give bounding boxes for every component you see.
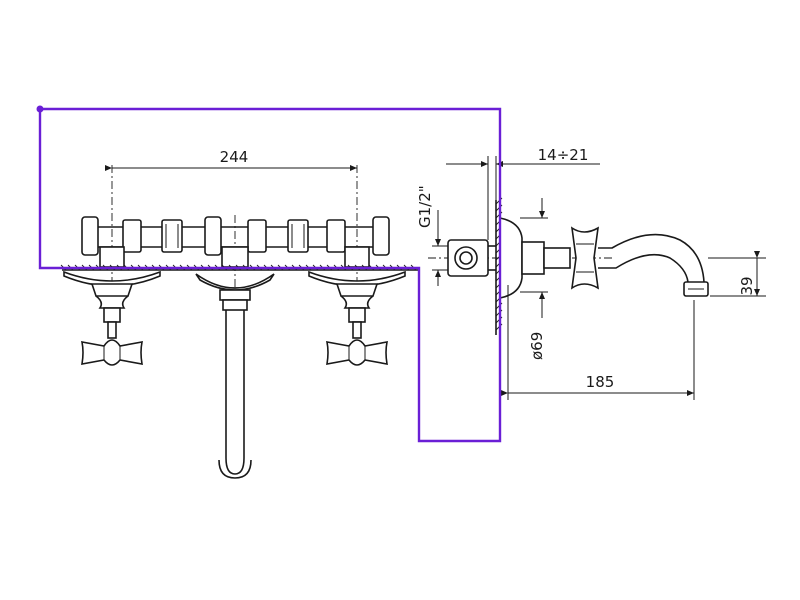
dimension-39-label: 39	[738, 276, 756, 295]
front-view: 244	[60, 148, 420, 479]
right-cross-handle-icon	[325, 339, 389, 366]
dimension-39: 39	[708, 251, 766, 297]
dimension-flange: ø69	[520, 198, 548, 360]
left-cross-handle-icon	[80, 339, 144, 366]
selection-outline[interactable]	[36, 105, 502, 443]
selection-handle[interactable]	[36, 105, 44, 113]
wall-flange	[499, 217, 571, 299]
left-valve	[63, 270, 161, 366]
right-valve	[308, 270, 406, 366]
dimension-thread: G1/2"	[416, 185, 448, 286]
dimension-244: 244	[105, 148, 357, 171]
riser-left	[99, 246, 125, 268]
side-spout	[598, 233, 709, 297]
center-spout	[195, 273, 275, 479]
dimension-flange-label: ø69	[528, 332, 546, 360]
side-view: G1/2" 14÷21 ø69 185	[416, 146, 766, 400]
riser-right	[344, 246, 370, 268]
dimension-244-label: 244	[220, 148, 249, 166]
dimension-14-21: 14÷21	[446, 146, 600, 240]
riser-center	[221, 246, 249, 268]
dimension-14-21-label: 14÷21	[538, 146, 589, 164]
dimension-thread-label: G1/2"	[416, 185, 434, 228]
inlet-fitting	[447, 239, 496, 277]
dimension-185-label: 185	[586, 373, 615, 391]
side-cross-handle-icon	[570, 226, 600, 290]
dimension-185: 185	[501, 285, 695, 400]
